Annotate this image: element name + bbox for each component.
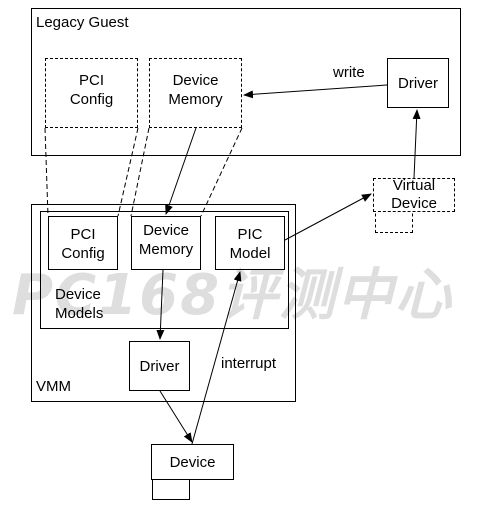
memory-to-driver-arrow bbox=[156, 269, 165, 340]
map-line-mem-right bbox=[200, 127, 243, 217]
guest-driver-label: Driver bbox=[398, 75, 438, 92]
guest-driver-box: Driver bbox=[387, 58, 449, 108]
guest-device-memory-line1: Device bbox=[172, 72, 219, 89]
vmm-driver-label: Driver bbox=[139, 358, 180, 375]
guest-pci-config-box: PCI Config bbox=[45, 58, 138, 128]
virtual-device-line1: Virtual bbox=[392, 177, 436, 194]
memory-trap-arrow bbox=[165, 127, 197, 215]
device-models-box: Device Models bbox=[40, 211, 289, 329]
vmm-device-memory-line1: Device bbox=[143, 222, 189, 239]
watermark: PC168评测中心 bbox=[12, 263, 454, 328]
pic-model-box: PIC Model bbox=[215, 216, 285, 270]
map-line-pci-left bbox=[44, 127, 49, 217]
device-box: Device bbox=[151, 444, 234, 480]
pic-to-virtual-arrow bbox=[284, 193, 372, 241]
pic-model-line2: Model bbox=[229, 245, 271, 262]
interrupt-label: interrupt bbox=[221, 355, 277, 372]
guest-pci-config-line1: PCI bbox=[78, 72, 104, 89]
interrupt-arrow bbox=[191, 271, 242, 445]
guest-device-memory-line2: Memory bbox=[168, 91, 223, 108]
write-label: write bbox=[333, 64, 365, 81]
vmm-device-memory-line2: Memory bbox=[138, 241, 194, 258]
pic-model-line1: PIC bbox=[237, 226, 263, 243]
device-models-line1: Device bbox=[55, 286, 101, 303]
virtual-device-box: Virtual Device bbox=[373, 177, 455, 212]
vmm-pci-config-line1: PCI bbox=[70, 226, 96, 243]
driver-to-device-arrow bbox=[159, 390, 193, 443]
legacy-guest-title: Legacy Guest bbox=[36, 14, 129, 31]
vmm-container: VMM bbox=[31, 204, 296, 402]
vmm-pci-config-line2: Config bbox=[61, 245, 105, 262]
virtual-device-line2: Device bbox=[391, 195, 437, 212]
map-line-pci-right bbox=[117, 127, 139, 217]
vmm-title: VMM bbox=[36, 378, 71, 395]
virtual-to-driver-arrow bbox=[412, 109, 421, 179]
guest-device-memory-box: Device Memory bbox=[149, 58, 242, 128]
vmm-pci-config-box: PCI Config bbox=[48, 216, 118, 270]
map-line-mem-left bbox=[130, 127, 150, 217]
write-arrow bbox=[243, 84, 388, 99]
vmm-device-memory-box: Device Memory bbox=[131, 216, 201, 270]
vmm-driver-box: Driver bbox=[129, 341, 190, 391]
device-models-line2: Models bbox=[55, 305, 104, 322]
device-label: Device bbox=[169, 454, 216, 471]
guest-pci-config-line2: Config bbox=[69, 91, 114, 108]
legacy-guest-container: Legacy Guest bbox=[31, 8, 461, 156]
